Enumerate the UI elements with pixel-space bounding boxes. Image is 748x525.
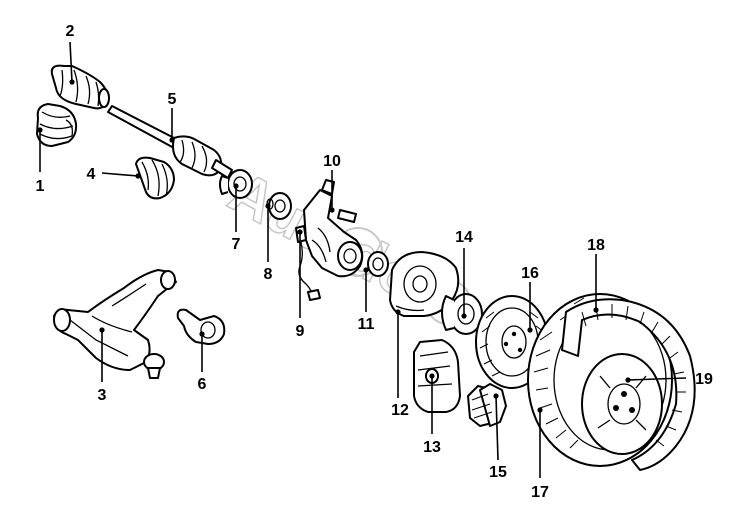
label-part-14: 14 (455, 229, 473, 246)
label-part-10: 10 (323, 153, 341, 170)
label-part-11: 11 (358, 316, 375, 333)
label-part-12: 12 (391, 402, 409, 419)
part-18-tyre (561, 298, 696, 471)
part-5-drive-shaft (107, 105, 233, 179)
label-part-13: 13 (423, 439, 441, 456)
part-19-rim (581, 353, 663, 455)
label-part-16: 16 (521, 265, 539, 282)
part-15-pads (467, 383, 507, 427)
label-part-8: 8 (264, 266, 273, 283)
part-11-bearing (367, 251, 389, 277)
part-12-shield (389, 251, 460, 317)
label-part-15: 15 (489, 464, 507, 481)
label-part-18: 18 (587, 237, 605, 254)
label-part-19: 19 (695, 371, 713, 388)
label-part-2: 2 (66, 23, 75, 40)
part-10-knuckle (303, 179, 364, 278)
part-14-hub (441, 293, 483, 335)
label-part-6: 6 (198, 376, 207, 393)
label-part-4: 4 (87, 166, 96, 183)
part-2-cv-boot (50, 64, 110, 110)
part-6-bushing (176, 308, 226, 345)
part-1-boot (36, 103, 78, 147)
label-part-1: 1 (36, 178, 45, 195)
part-3-control-arm (53, 269, 177, 379)
part-4-boot (135, 156, 175, 200)
part-labels: 1 2 3 4 5 6 7 8 9 10 11 12 13 14 15 16 1… (36, 23, 713, 501)
label-part-3: 3 (98, 387, 107, 404)
part-13-caliper (413, 339, 461, 413)
leader-lines (37, 41, 687, 478)
label-part-9: 9 (296, 323, 305, 340)
label-part-17: 17 (531, 484, 549, 501)
label-part-7: 7 (232, 236, 241, 253)
label-part-5: 5 (168, 91, 177, 108)
part-7-bearing (219, 169, 253, 199)
